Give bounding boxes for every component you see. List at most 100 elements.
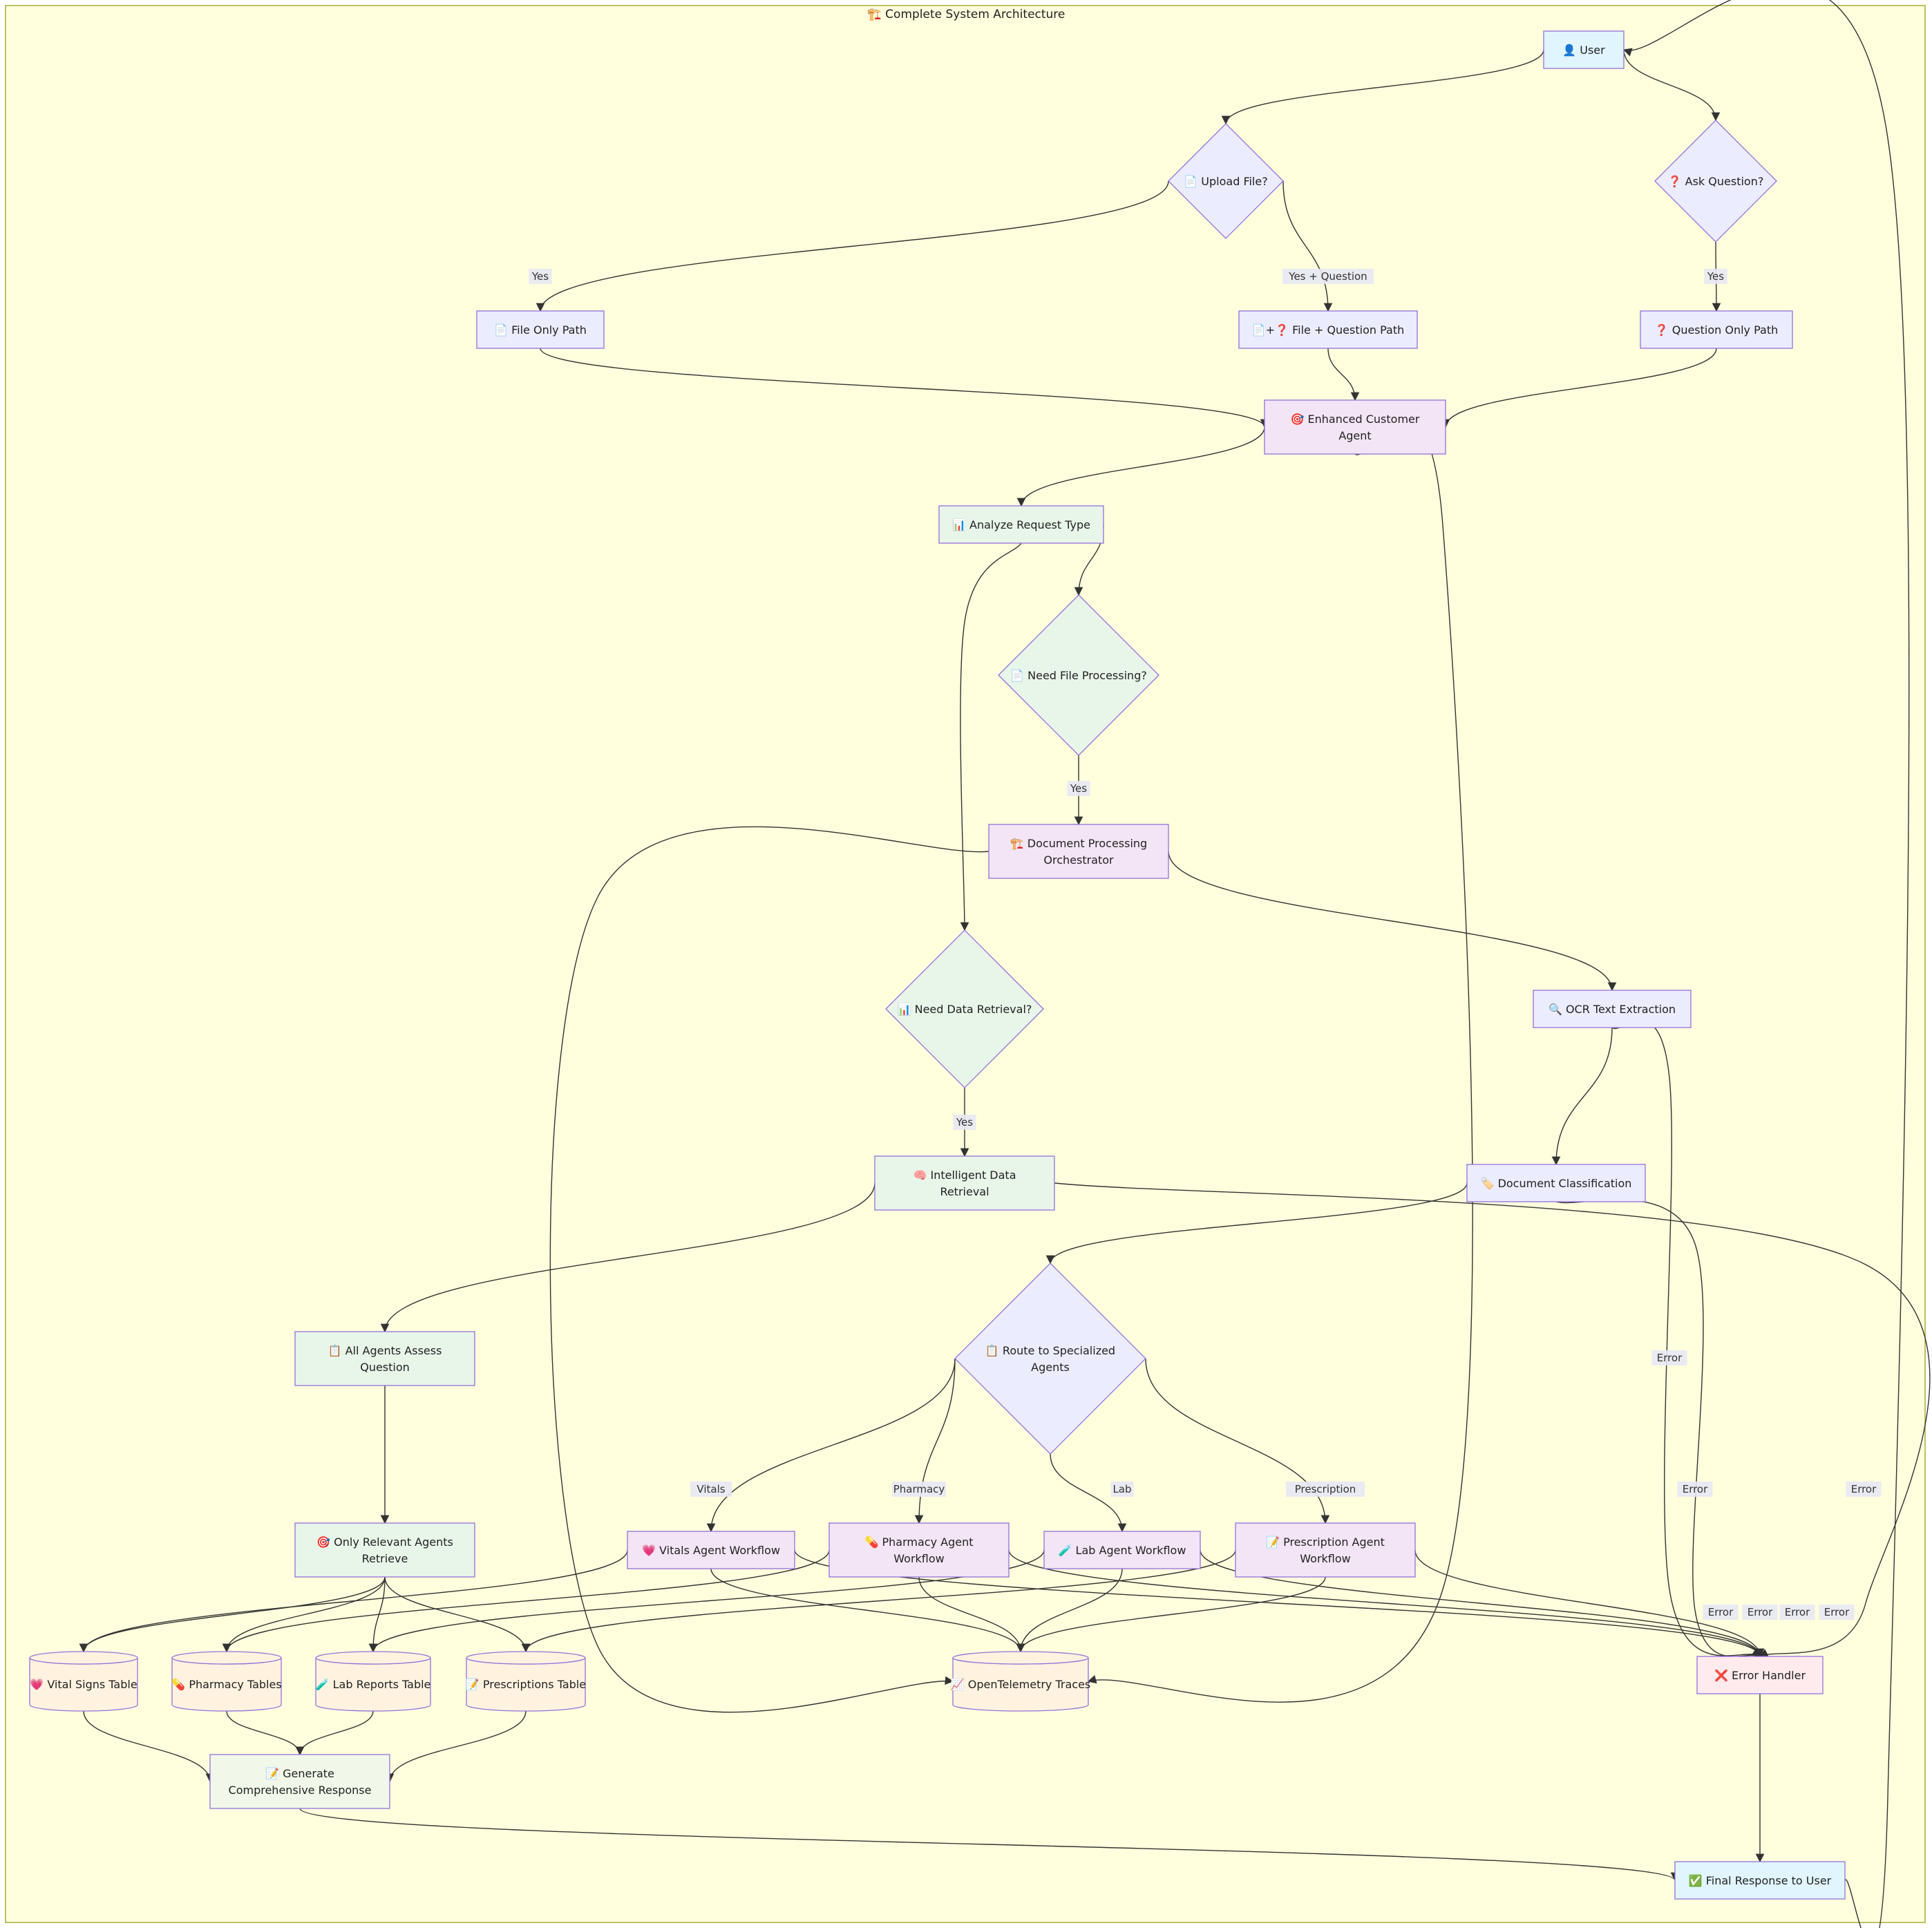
node-box <box>627 1531 795 1569</box>
node-fileonly: 📄 File Only Path <box>476 310 605 349</box>
edge-label-bg <box>690 1482 732 1497</box>
node-label-labtbl: 🧪 Lab Reports Table <box>316 1678 431 1691</box>
node-label-pharmtbl: 💊 Pharmacy Tables <box>171 1678 281 1691</box>
node-analyze: 📊 Analyze Request Type <box>938 505 1104 544</box>
edge-vitalstbl-to-gen <box>83 1710 215 1783</box>
edge-label-bg <box>892 1482 946 1497</box>
edge-label-text: Error <box>1657 1352 1683 1364</box>
node-ask: ❓ Ask Question? <box>1654 120 1777 243</box>
node-box <box>988 824 1169 879</box>
node-label-needdata: 📊 Need Data Retrieval? <box>898 1003 1032 1016</box>
node-label-eca-line2: Agent <box>1338 429 1371 442</box>
node-box <box>1043 1531 1201 1569</box>
edge-idr-to-errh <box>1054 1182 1931 1657</box>
edge-label-bg <box>953 1115 976 1130</box>
database-top <box>171 1651 282 1665</box>
node-label-idr-line1: 🧠 Intelligent Data <box>913 1169 1016 1182</box>
node-label-ocr: 🔍 OCR Text Extraction <box>1549 1002 1676 1016</box>
edge-label-text: Error <box>1683 1483 1708 1495</box>
edge-label-vitalswf-to-errh: Error <box>1703 1605 1739 1620</box>
edge-label-bg <box>1651 1350 1687 1365</box>
edge-fileq-to-eca <box>1327 348 1360 401</box>
edge-label-route-to-pharmwf: Pharmacy <box>892 1482 946 1497</box>
node-label-rxwf-line1: 📝 Prescription Agent <box>1266 1535 1385 1549</box>
node-box <box>476 310 605 349</box>
edge-route-to-labwf <box>1050 1453 1127 1533</box>
edge-label-bg <box>1703 1605 1739 1620</box>
node-label-user: 👤 User <box>1562 44 1605 57</box>
edge-docclass-to-route <box>1045 1182 1468 1265</box>
node-label-route-line1: 📋 Route to Specialized <box>985 1344 1115 1357</box>
node-vitalstbl: 💗 Vital Signs Table <box>29 1651 138 1712</box>
edge-pharmwf-to-errh <box>1008 1549 1765 1658</box>
node-upload: 📄 Upload File? <box>1168 123 1284 239</box>
node-box <box>294 1331 475 1386</box>
edge-labtbl-to-gen <box>295 1710 374 1756</box>
node-box <box>1543 30 1625 69</box>
node-box <box>1674 1861 1846 1900</box>
edge-relevant-to-rxtbl <box>384 1576 531 1653</box>
node-label-vitalswf: 💗 Vitals Agent Workflow <box>642 1544 780 1557</box>
edge-upload-to-fileq <box>1282 180 1333 312</box>
edge-docorch-to-otel <box>549 826 989 1713</box>
node-label-assess-line1: 📋 All Agents Assess <box>328 1344 442 1357</box>
node-ocr: 🔍 OCR Text Extraction <box>1533 990 1692 1028</box>
edge-label-text: Error <box>1851 1483 1877 1495</box>
node-label-idr-line2: Retrieval <box>940 1185 989 1198</box>
node-label-route-line2: Agents <box>1031 1361 1070 1374</box>
edge-upload-to-fileonly <box>536 180 1169 312</box>
node-labtbl: 🧪 Lab Reports Table <box>315 1651 431 1712</box>
edge-label-text: Error <box>1748 1606 1773 1618</box>
edge-label-text: Prescription <box>1295 1483 1356 1495</box>
edge-label-route-to-labwf: Lab <box>1110 1482 1134 1497</box>
edge-label-bg <box>1704 269 1727 284</box>
edge-label-idr-to-errh: Error <box>1846 1482 1882 1497</box>
database-top <box>29 1651 138 1665</box>
edge-gen-to-final <box>299 1808 1679 1882</box>
edge-relevant-to-pharmtbl <box>222 1576 386 1653</box>
decision-diamond <box>954 1263 1146 1455</box>
diagram-title: 🏗️ Complete System Architecture <box>867 8 1066 21</box>
node-label-gen-line1: 📝 Generate <box>265 1767 334 1780</box>
edge-label-bg <box>529 269 552 284</box>
node-box <box>874 1155 1055 1211</box>
edge-user-to-ask <box>1623 49 1721 122</box>
decision-diamond <box>998 594 1159 756</box>
node-needdata: 📊 Need Data Retrieval? <box>885 929 1044 1088</box>
node-label-labwf: 🧪 Lab Agent Workflow <box>1059 1544 1186 1557</box>
edge-label-upload-to-fileq: Yes + Question <box>1282 269 1374 284</box>
edge-label-docclass-to-errh: Error <box>1677 1482 1713 1497</box>
decision-diamond <box>1168 123 1284 239</box>
node-pharmtbl: 💊 Pharmacy Tables <box>171 1651 282 1712</box>
edge-label-bg <box>1742 1605 1778 1620</box>
edge-rxwf-to-errh <box>1414 1549 1765 1658</box>
node-label-errh: ❌ Error Handler <box>1714 1669 1806 1682</box>
node-box <box>1235 1522 1416 1578</box>
edge-user-to-upload <box>1221 49 1544 125</box>
edge-rxtbl-to-gen <box>385 1710 527 1783</box>
node-box <box>1264 399 1446 455</box>
database-top <box>315 1651 431 1665</box>
edge-label-bg <box>1282 269 1374 284</box>
node-label-ask: ❓ Ask Question? <box>1668 175 1764 188</box>
edge-ocr-to-docclass <box>1551 1027 1613 1166</box>
edge-label-labwf-to-errh: Error <box>1779 1605 1815 1620</box>
node-needfile: 📄 Need File Processing? <box>998 594 1159 756</box>
edge-label-text: Yes + Question <box>1288 270 1367 283</box>
edge-label-text: Pharmacy <box>893 1483 945 1495</box>
node-label-vitalstbl: 💗 Vital Signs Table <box>30 1678 137 1691</box>
node-box <box>1238 310 1418 349</box>
edge-label-bg <box>1819 1605 1855 1620</box>
node-label-docorch-line1: 🏗️ Document Processing <box>1010 837 1147 850</box>
node-label-rxwf-line2: Workflow <box>1300 1552 1350 1565</box>
node-box <box>209 1754 390 1809</box>
node-label-fileq: 📄+❓ File + Question Path <box>1252 323 1404 337</box>
